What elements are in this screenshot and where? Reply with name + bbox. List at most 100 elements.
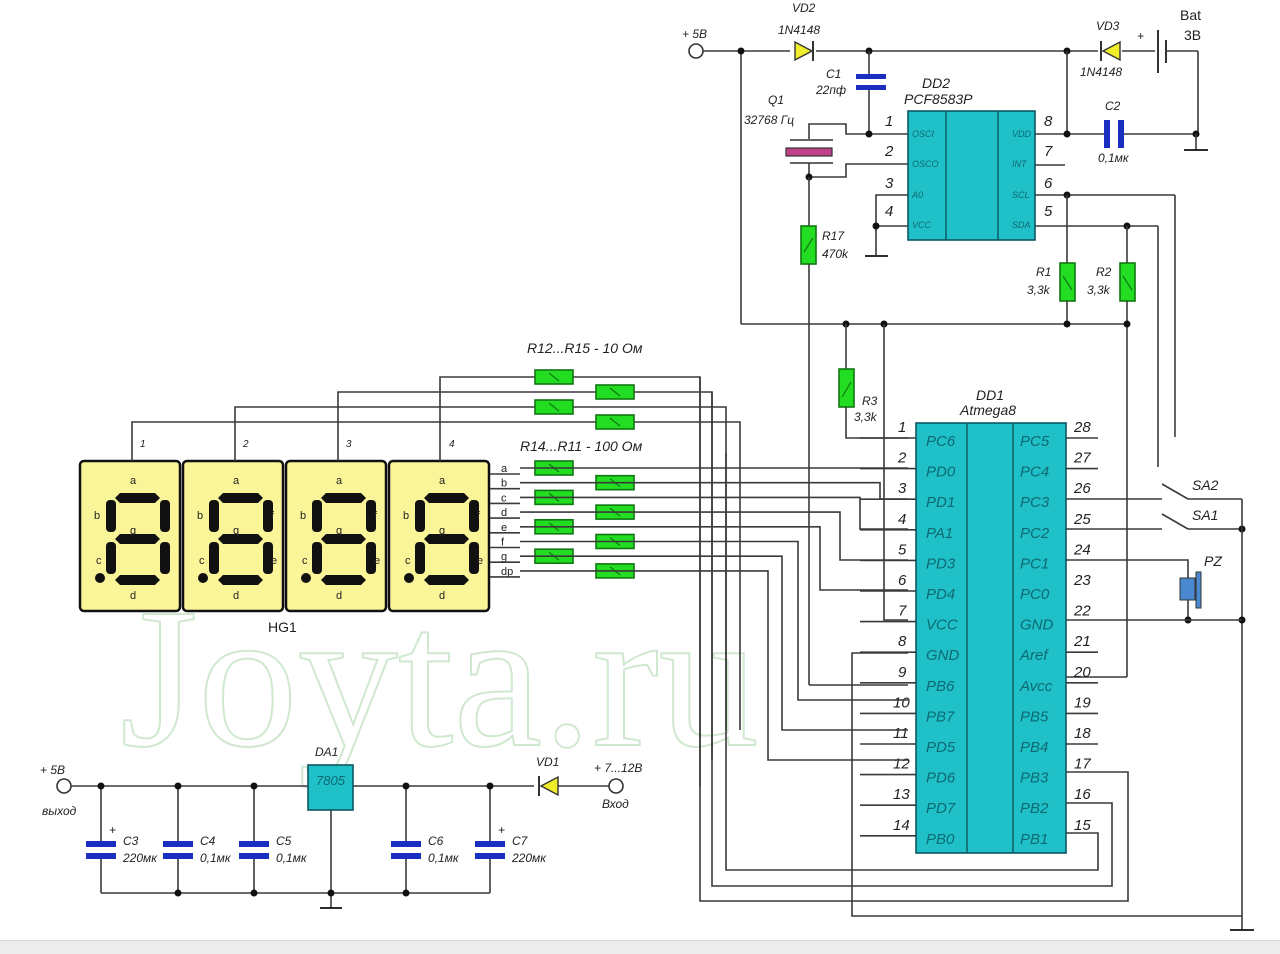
dd2-pin-vdd: VDD — [1012, 129, 1032, 139]
dd1-pin-26: 26 — [1073, 480, 1091, 497]
segment-label-e: e — [271, 555, 277, 567]
dd2-pin-a0: A0 — [911, 190, 923, 200]
segment-g — [424, 534, 469, 544]
segment-label-a: a — [439, 475, 446, 487]
dd1-pin-name-aref: Aref — [1019, 647, 1049, 664]
dd1-pin-name-gnd: GND — [1020, 617, 1054, 634]
dd1-pin-18: 18 — [1074, 725, 1091, 742]
capacitor-c3 — [86, 841, 116, 847]
c7-ref: C7 — [512, 834, 529, 848]
capacitor-c4 — [163, 841, 193, 847]
dd1-pin-name-pc3: PC3 — [1020, 494, 1050, 511]
segment-c — [415, 542, 425, 574]
dd2-pin2: 2 — [884, 143, 894, 160]
segment-label-b: b — [197, 510, 203, 522]
segment-c — [209, 542, 219, 574]
dd1-pin-name-pb0: PB0 — [926, 831, 955, 848]
regulator-da1: 7805 DA1 — [307, 745, 354, 909]
capacitor-c5 — [239, 841, 269, 847]
dd2-pin-osco: OSCO — [912, 159, 939, 169]
psu-out-label: + 5B — [40, 763, 65, 777]
segment-dp — [301, 573, 311, 583]
segment-line-e: e — [501, 522, 507, 534]
dd1-right-pins: 28PC527PC426PC325PC224PC123PC022GND21Are… — [1019, 419, 1098, 848]
sa1-ref: SA1 — [1192, 507, 1218, 523]
dd2-ref: DD2 — [922, 75, 950, 91]
segment-line-c: c — [501, 492, 507, 504]
segment-d — [424, 575, 469, 585]
segment-label-c: c — [405, 555, 411, 567]
segment-label-d: d — [130, 590, 136, 602]
c2-ref: C2 — [1105, 99, 1121, 113]
c4-ref: C4 — [200, 834, 216, 848]
battery-ref: Bat — [1180, 7, 1201, 23]
dd1-pin-2: 2 — [897, 450, 907, 467]
dd2-pin3: 3 — [885, 175, 894, 192]
segment-e — [366, 542, 376, 574]
segment-label-f: f — [271, 510, 275, 522]
segment-g — [321, 534, 366, 544]
dd1-pin-6: 6 — [898, 572, 907, 589]
dd1-pin-28: 28 — [1073, 419, 1091, 436]
diode-vd1: VD1 — [536, 755, 559, 797]
dd1-pin-name-avcc: Avcc — [1019, 678, 1053, 695]
c6-ref: C6 — [428, 834, 444, 848]
dd1-pin-21: 21 — [1073, 633, 1091, 650]
digit-number-3: 3 — [346, 439, 352, 450]
dd1-pin-27: 27 — [1073, 450, 1091, 467]
c3-value: 220мк — [122, 851, 158, 865]
piezo-pz: PZ — [1066, 553, 1246, 624]
segment-f — [366, 500, 376, 532]
r1-ref: R1 — [1036, 265, 1051, 279]
c3-ref: C3 — [123, 834, 139, 848]
segment-label-b: b — [300, 510, 306, 522]
segment-g — [115, 534, 160, 544]
segment-label-d: d — [336, 590, 342, 602]
crystal-q1: Q1 32768 Гц — [744, 93, 908, 226]
c6-value: 0,1мк — [428, 851, 460, 865]
dd2-pin-vcc: VCC — [912, 220, 932, 230]
capacitor-c1: C1 22пф — [815, 51, 886, 133]
dd2-pin1: 1 — [885, 113, 893, 130]
vd3-part: 1N4148 — [1080, 65, 1122, 79]
diode-vd2: VD2 1N4148 — [778, 1, 820, 62]
segment-label-g: g — [130, 525, 136, 537]
dd1-pin-24: 24 — [1073, 541, 1091, 558]
segment-line-g: g — [501, 551, 507, 563]
q1-value: 32768 Гц — [744, 113, 794, 127]
r17-value: 470k — [822, 247, 849, 261]
segment-label-a: a — [336, 475, 343, 487]
segment-a — [321, 493, 366, 503]
battery: + Bat 3B — [1137, 7, 1201, 73]
segment-line-d: d — [501, 507, 507, 519]
ic-dd2: DD2 PCF8583P 1 2 3 4 OSCI OSCO A0 VCC 8 … — [865, 75, 1176, 467]
segment-b — [106, 500, 116, 532]
terminal-input — [608, 778, 624, 794]
dd1-part: Atmega8 — [959, 402, 1016, 418]
capacitor-c2: C2 0,1мк — [1035, 51, 1208, 165]
dd1-pin-name-pc6: PC6 — [926, 433, 956, 450]
psu-in-label: + 7...12B — [594, 761, 642, 775]
segment-label-f: f — [374, 510, 378, 522]
dd1-pin-name-pc0: PC0 — [1020, 586, 1050, 603]
r3-ref: R3 — [862, 394, 878, 408]
segment-label-g: g — [233, 525, 239, 537]
digit-number-4: 4 — [449, 439, 455, 450]
vd2-ref: VD2 — [792, 1, 816, 15]
segment-label-a: a — [130, 475, 137, 487]
terminal-5v-top-label: + 5B — [682, 27, 707, 41]
segment-label-d: d — [439, 590, 445, 602]
digit-number-2: 2 — [242, 439, 249, 450]
r17-ref: R17 — [822, 229, 845, 243]
segment-label-g: g — [439, 525, 445, 537]
dd1-pin-5: 5 — [898, 541, 907, 558]
segment-a — [424, 493, 469, 503]
segment-dp — [95, 573, 105, 583]
top-power-rail: + 5B — [682, 27, 1199, 325]
segment-line-b: b — [501, 478, 507, 490]
dd1-pin-name-pb1: PB1 — [1020, 831, 1048, 848]
dd1-pin-25: 25 — [1073, 511, 1091, 528]
dd2-pin-sda: SDA — [1012, 220, 1031, 230]
segment-dp — [198, 573, 208, 583]
